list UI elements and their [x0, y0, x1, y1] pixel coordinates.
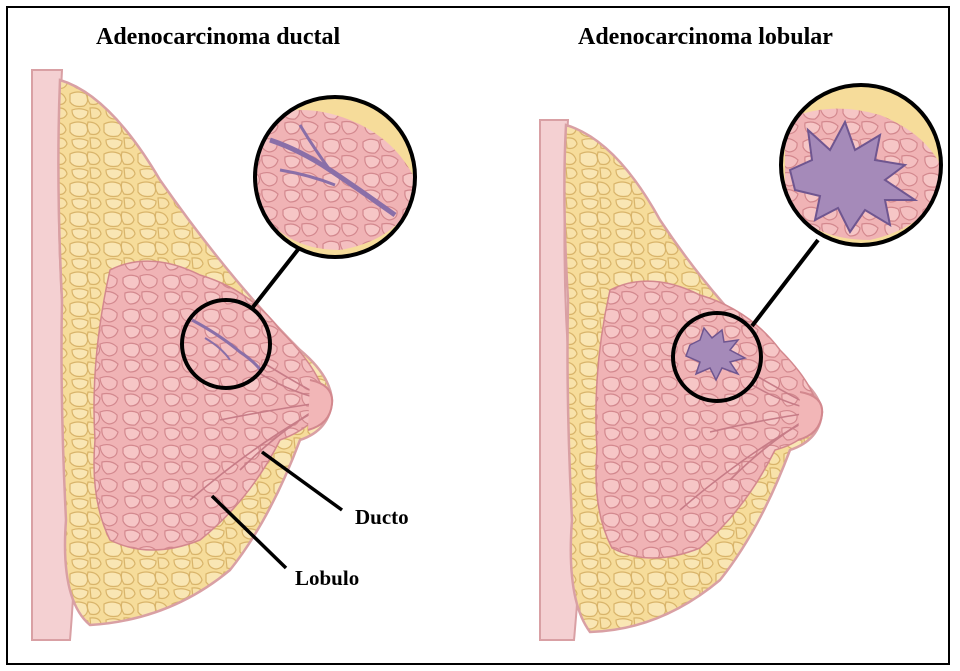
title-lobular: Adenocarcinoma lobular	[578, 24, 833, 51]
label-duct: Ducto	[355, 505, 409, 530]
magnifier-connector	[253, 247, 300, 307]
magnifier-connector	[752, 240, 818, 326]
title-ductal: Adenocarcinoma ductal	[96, 24, 340, 51]
breast-illustration-lobular	[540, 85, 945, 640]
label-lobule: Lobulo	[295, 566, 359, 591]
breast-illustration-ductal	[32, 70, 420, 640]
nipple	[798, 392, 822, 440]
